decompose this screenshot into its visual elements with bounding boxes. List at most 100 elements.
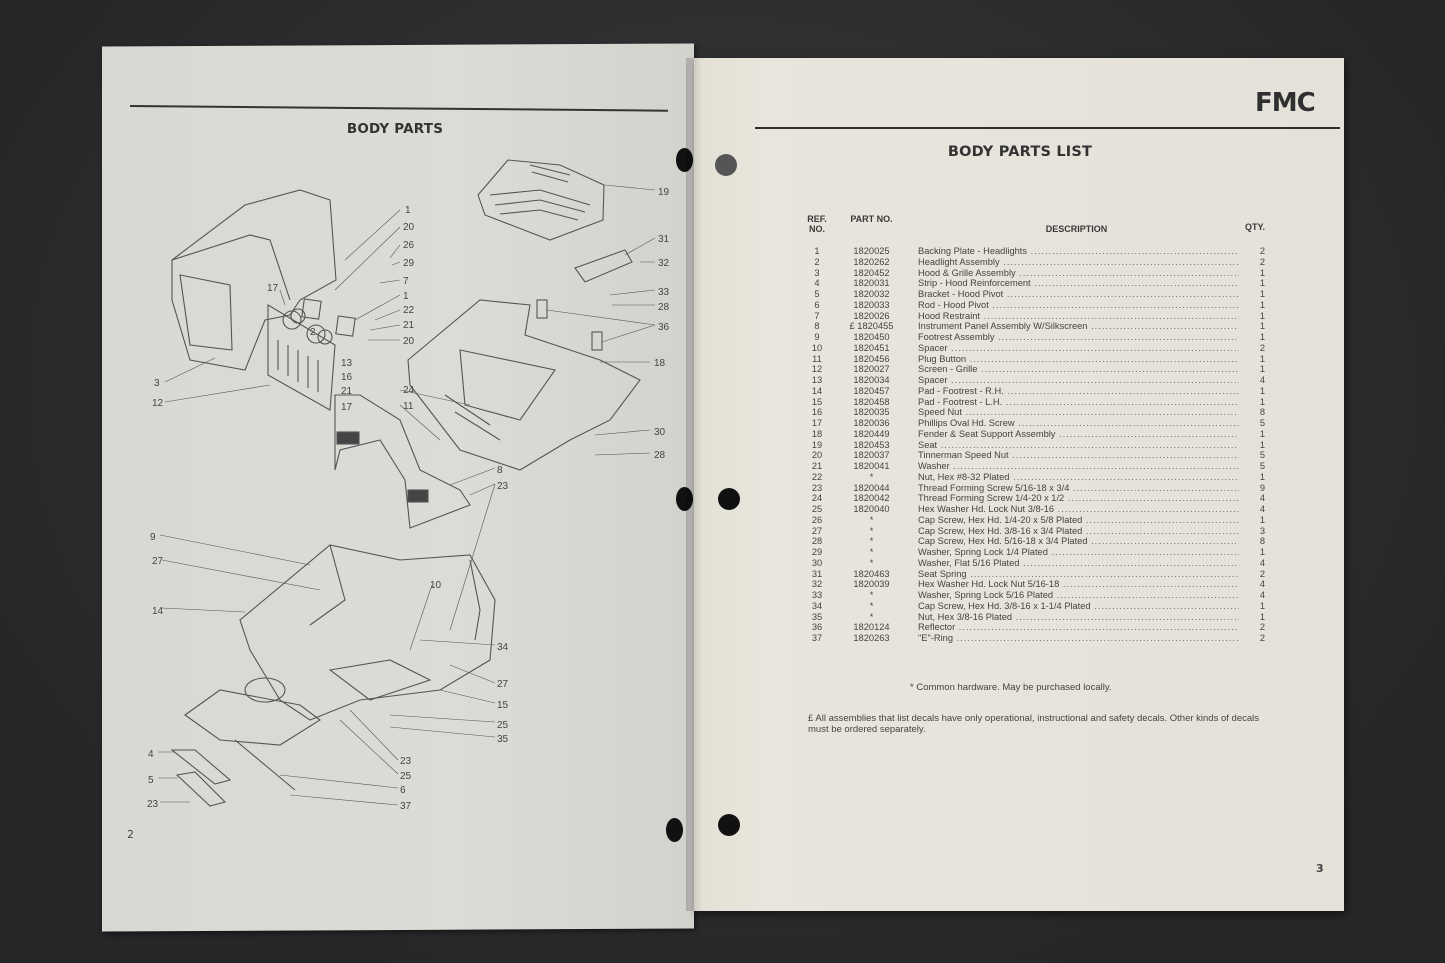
qty-cell: 1 bbox=[1259, 428, 1265, 439]
hood-shape bbox=[171, 189, 337, 371]
description-cell: Plug Button bbox=[914, 354, 1239, 365]
ref-cell: 31 bbox=[811, 568, 823, 579]
description-cell: Cap Screw, Hex Hd. 3/8-16 x 1-1/4 Plated bbox=[914, 601, 1239, 612]
description-cell: Reflector bbox=[914, 622, 1239, 633]
ref-cell: 36 bbox=[811, 622, 823, 633]
ref-cell: 3 bbox=[814, 267, 820, 278]
ref-cell: 7 bbox=[814, 310, 820, 321]
table-row: 191820453Seat1 bbox=[805, 440, 1265, 451]
ref-cell: 16 bbox=[811, 407, 823, 418]
callout-28b: 28 bbox=[654, 450, 666, 461]
table-row: 27*Cap Screw, Hex Hd. 3/8-16 x 3/4 Plate… bbox=[805, 526, 1265, 537]
description-cell: Hex Washer Hd. Lock Nut 3/8-16 bbox=[914, 504, 1239, 515]
callout-33: 33 bbox=[658, 287, 670, 298]
part-no-cell: * bbox=[869, 525, 874, 536]
qty-cell: 4 bbox=[1259, 375, 1265, 385]
qty-cell: 9 bbox=[1259, 482, 1265, 493]
ref-cell: 14 bbox=[811, 385, 823, 396]
description-cell: Speed Nut bbox=[914, 407, 1239, 418]
decals-mark: £ bbox=[808, 713, 814, 724]
description-cell: Hood & Grille Assembly bbox=[914, 268, 1239, 279]
header-description: DESCRIPTION bbox=[1045, 224, 1108, 234]
part-no-cell: * bbox=[869, 547, 874, 557]
footnote-common-hardware: * Common hardware. May be purchased loca… bbox=[910, 682, 1112, 693]
callout-32: 32 bbox=[658, 258, 670, 269]
callout-26: 26 bbox=[403, 240, 415, 251]
ref-cell: 13 bbox=[811, 375, 823, 385]
callout-29: 29 bbox=[403, 258, 415, 269]
part-no-cell: * bbox=[869, 471, 874, 482]
footrest-shape bbox=[239, 544, 496, 721]
callout-8: 8 bbox=[497, 465, 503, 476]
ref-cell: 24 bbox=[811, 493, 823, 504]
ref-cell: 15 bbox=[811, 396, 823, 407]
instrument-panel-shape bbox=[334, 394, 471, 529]
callout-23: 23 bbox=[497, 481, 509, 492]
header-qty: QTY. bbox=[1244, 222, 1265, 232]
description-cell: Thread Forming Screw 1/4-20 x 1/2 bbox=[914, 493, 1239, 504]
ref-cell: 28 bbox=[811, 536, 823, 547]
description-cell: Seat bbox=[914, 440, 1239, 451]
table-row: 28*Cap Screw, Hex Hd. 5/16-18 x 3/4 Plat… bbox=[805, 536, 1265, 547]
part-no-cell: 1820452 bbox=[853, 267, 890, 278]
header-part-no: PART NO. bbox=[850, 214, 893, 224]
description-cell: Bracket - Hood Pivot bbox=[914, 289, 1239, 300]
qty-cell: 2 bbox=[1259, 633, 1265, 643]
part-no-cell: 1820263 bbox=[853, 633, 890, 643]
part-no-cell: 1820457 bbox=[853, 385, 890, 396]
callout-24: 24 bbox=[403, 385, 415, 396]
callout-34: 34 bbox=[497, 642, 509, 653]
table-row: 34*Cap Screw, Hex Hd. 3/8-16 x 1-1/4 Pla… bbox=[805, 601, 1265, 612]
qty-cell: 1 bbox=[1259, 471, 1265, 482]
ref-cell: 27 bbox=[811, 525, 823, 536]
table-row: 35*Nut, Hex 3/8-16 Plated1 bbox=[805, 612, 1265, 623]
callout-6: 6 bbox=[400, 785, 406, 796]
qty-cell: 2 bbox=[1259, 246, 1265, 256]
ref-cell: 22 bbox=[811, 471, 823, 482]
callout-9: 9 bbox=[150, 532, 156, 543]
ref-cell: 35 bbox=[811, 611, 823, 622]
table-row: 131820034Spacer4 bbox=[805, 375, 1265, 386]
part-no-cell: 1820451 bbox=[853, 342, 890, 353]
qty-cell: 5 bbox=[1259, 450, 1265, 461]
page-title-right: BODY PARTS LIST bbox=[947, 144, 1093, 160]
description-cell: Backing Plate - Headlights bbox=[914, 246, 1239, 257]
ref-cell: 11 bbox=[812, 353, 822, 364]
qty-cell: 4 bbox=[1259, 579, 1265, 590]
description-cell: Pad - Footrest - R.H. bbox=[914, 386, 1239, 397]
part-no-cell: * bbox=[869, 536, 874, 547]
table-row: 29*Washer, Spring Lock 1/4 Plated1 bbox=[805, 547, 1265, 558]
callout-3: 3 bbox=[154, 378, 160, 389]
callout-25b: 25 bbox=[400, 771, 412, 782]
ref-cell: 9 bbox=[814, 332, 820, 342]
part-no-cell: * bbox=[869, 557, 874, 568]
description-cell: Cap Screw, Hex Hd. 1/4-20 x 5/8 Plated bbox=[914, 515, 1239, 526]
ref-cell: 29 bbox=[811, 547, 823, 557]
qty-cell: 1 bbox=[1259, 310, 1265, 321]
part-no-cell: * bbox=[869, 590, 874, 600]
callout-21b: 21 bbox=[341, 386, 353, 397]
ref-cell: 19 bbox=[811, 439, 823, 450]
qty-cell: 1 bbox=[1259, 299, 1265, 310]
gutter-shadow bbox=[686, 58, 702, 911]
table-row: 33*Washer, Spring Lock 5/16 Plated4 bbox=[805, 590, 1265, 601]
callout-36: 36 bbox=[658, 322, 670, 333]
part-no-cell: 1820450 bbox=[853, 332, 890, 342]
part-no-cell: * bbox=[869, 514, 874, 525]
callout-12: 12 bbox=[152, 398, 164, 409]
callout-20b: 20 bbox=[403, 336, 415, 347]
qty-cell: 1 bbox=[1259, 396, 1265, 407]
part-no-cell: 1820036 bbox=[853, 418, 890, 428]
description-cell: Washer bbox=[914, 461, 1239, 472]
qty-cell: 1 bbox=[1259, 514, 1265, 525]
callout-18: 18 bbox=[654, 358, 666, 369]
callout-10: 10 bbox=[430, 580, 442, 591]
